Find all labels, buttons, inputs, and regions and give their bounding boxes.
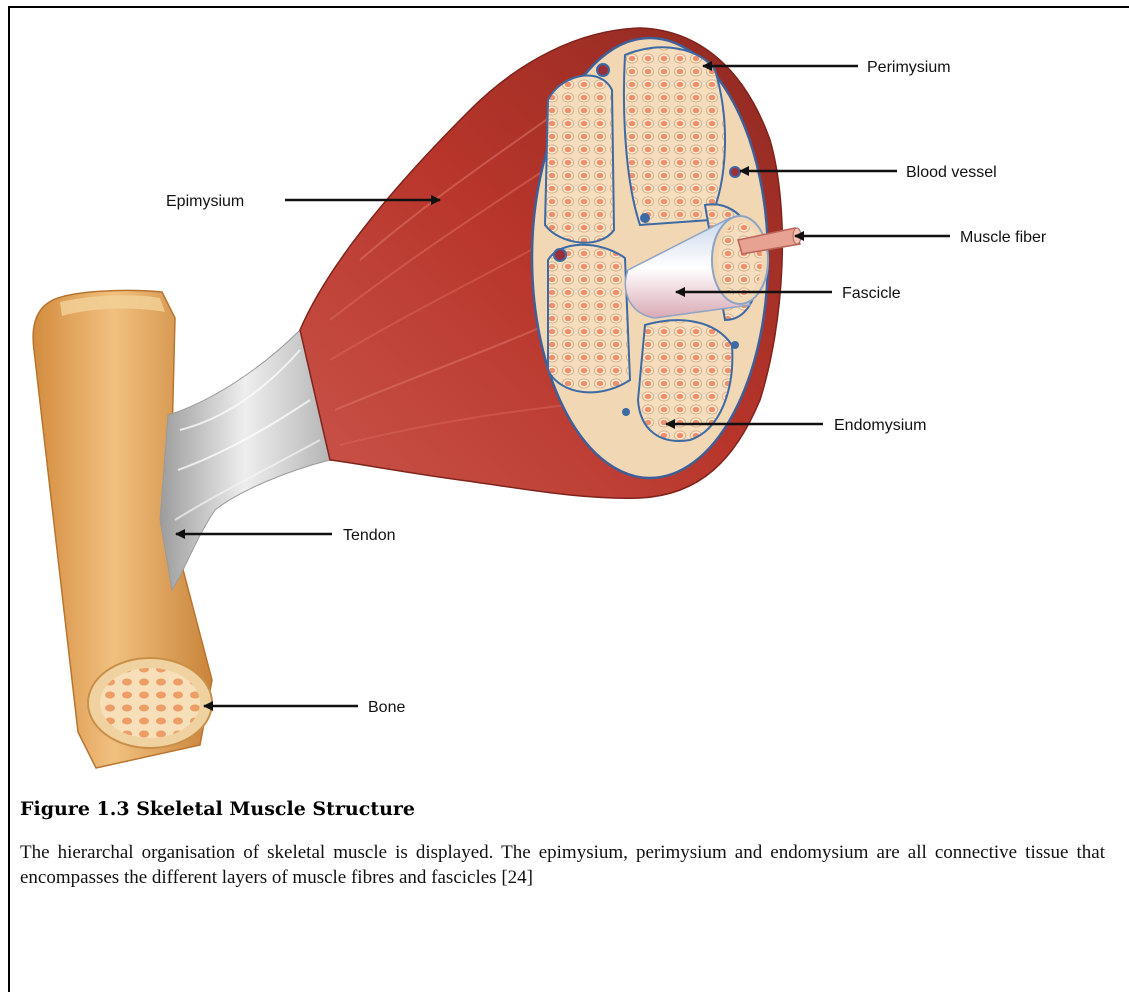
label-tendon: Tendon: [343, 527, 396, 544]
label-blood-vessel: Blood vessel: [906, 164, 997, 181]
blood-vessel: [597, 64, 609, 76]
muscle-cross-section: [532, 38, 801, 478]
skeletal-muscle-diagram: Perimysium Blood vessel Epimysium Muscle…: [0, 0, 1129, 790]
tendon: [160, 330, 330, 590]
blood-vessel: [640, 213, 650, 223]
label-muscle-fiber: Muscle fiber: [960, 229, 1047, 246]
blood-vessel: [622, 408, 630, 416]
fascicle-section: [548, 245, 630, 393]
fascicle-section: [545, 76, 614, 243]
blood-vessel: [554, 249, 566, 261]
label-epimysium: Epimysium: [166, 193, 244, 210]
label-bone: Bone: [368, 699, 405, 716]
blood-vessel: [731, 341, 739, 349]
figure-caption: The hierarchal organisation of skeletal …: [20, 840, 1105, 890]
figure-title: Figure 1.3 Skeletal Muscle Structure: [20, 798, 415, 820]
label-endomysium: Endomysium: [834, 417, 926, 434]
label-perimysium: Perimysium: [867, 59, 951, 76]
label-fascicle: Fascicle: [842, 285, 901, 302]
fascicle-section: [624, 47, 725, 225]
blood-vessel: [730, 167, 740, 177]
